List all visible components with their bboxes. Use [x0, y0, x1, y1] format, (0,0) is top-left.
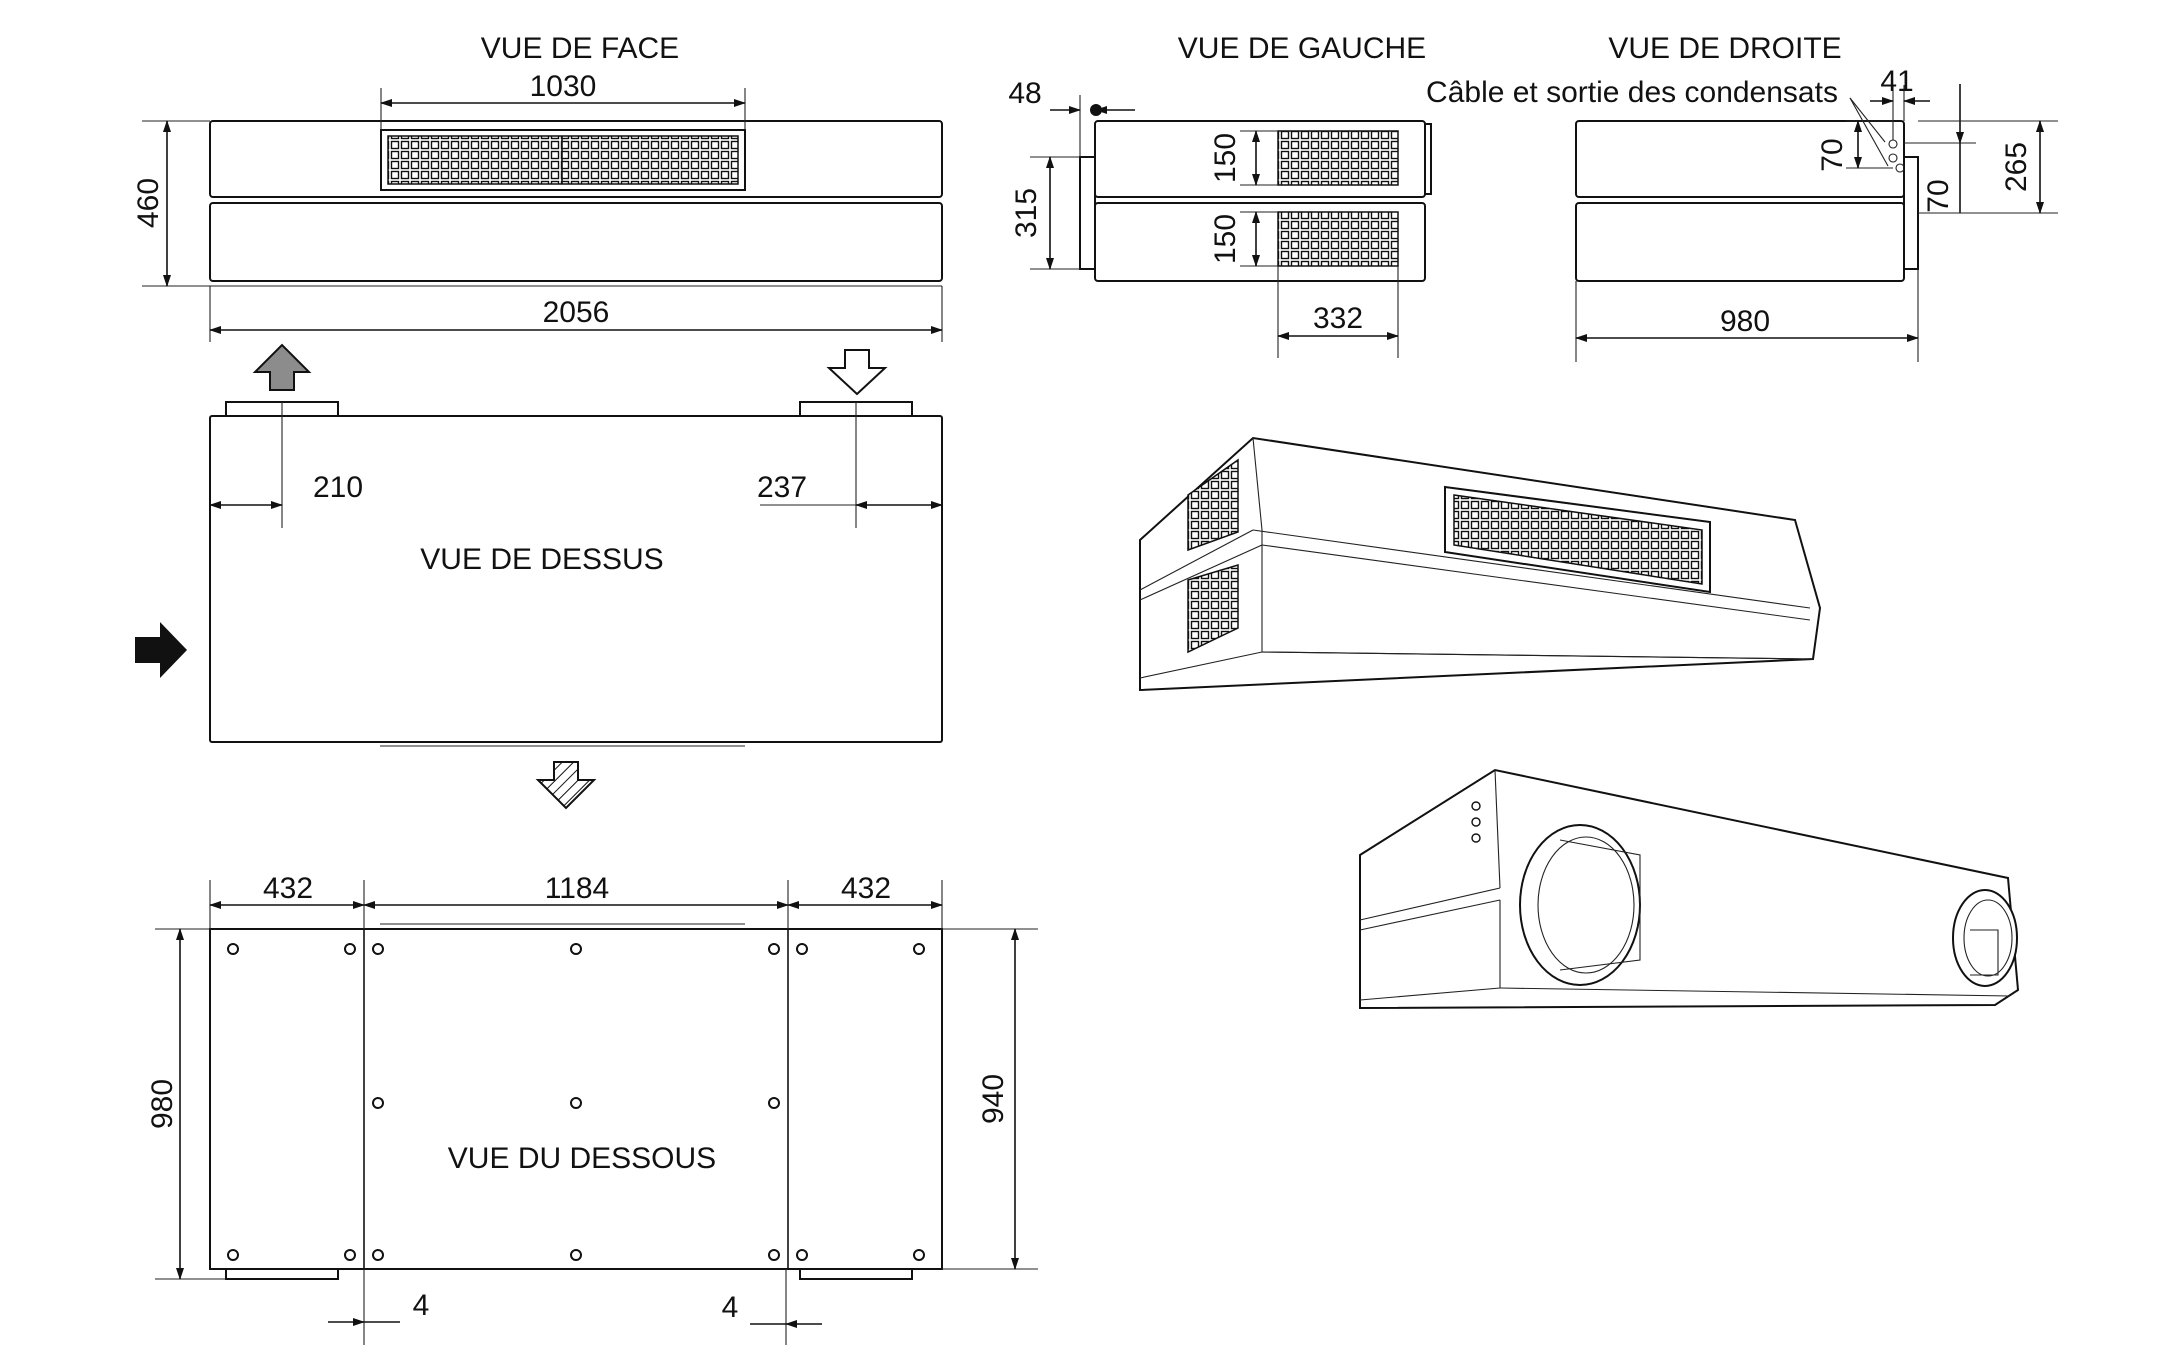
dim-left-grille-lower: 150 [1209, 214, 1242, 264]
bottom-view: VUE DU DESSOUS 432 1184 432 980 940 [146, 872, 1038, 1345]
left-duct-flange [1079, 156, 1096, 270]
iso-grille-lower [1187, 563, 1239, 654]
iso-duct-small [1952, 889, 2018, 987]
left-view-title: VUE DE GAUCHE [1178, 32, 1426, 65]
dim-bottom-depth-outer: 980 [146, 1079, 179, 1129]
dim-bottom-depth-inner: 940 [977, 1074, 1010, 1124]
dim-bottom-center-bay: 1184 [545, 872, 610, 905]
dim-front-length: 2056 [543, 296, 610, 329]
dim-left-offset: 48 [1008, 77, 1041, 110]
isometric-front-view [1139, 436, 1822, 692]
side-intake-arrow-icon [135, 622, 187, 678]
top-view: VUE DE DESSUS 210 237 [135, 343, 943, 810]
dim-right-cable-offset: 41 [1880, 65, 1913, 98]
front-lower-casing [209, 202, 943, 282]
right-upper-casing [1575, 120, 1905, 198]
dim-bottom-gap-left: 4 [413, 1289, 430, 1322]
intake-down-arrow-icon [826, 349, 888, 396]
right-view-title: VUE DE DROITE [1608, 32, 1841, 65]
iso-grille-upper [1187, 458, 1239, 552]
right-lower-casing [1575, 202, 1905, 282]
right-duct-flange [1903, 156, 1919, 270]
dim-right-height: 265 [2000, 142, 2033, 192]
right-view: VUE DE DROITE Câble et sortie des conden… [1426, 32, 2058, 362]
dim-top-left-spigot: 210 [313, 471, 363, 504]
dim-right-depth: 980 [1720, 305, 1770, 338]
dim-left-grille-upper: 150 [1209, 133, 1242, 183]
dim-bottom-right-bay: 432 [841, 872, 891, 905]
right-view-note: Câble et sortie des condensats [1426, 76, 1838, 109]
dim-top-right-spigot: 237 [757, 471, 807, 504]
front-view: VUE DE FACE 1030 460 2056 [132, 32, 943, 342]
bottom-view-title: VUE DU DESSOUS [448, 1142, 716, 1175]
front-grille [387, 135, 739, 185]
exhaust-up-arrow-icon [252, 343, 312, 391]
dim-bottom-gap-right: 4 [722, 1291, 739, 1324]
dim-bottom-left-bay: 432 [263, 872, 313, 905]
supply-down-arrow-icon [535, 761, 597, 810]
left-grille-upper [1277, 130, 1399, 186]
top-view-title: VUE DE DESSUS [420, 543, 663, 576]
dim-front-grille-width: 1030 [530, 70, 597, 103]
top-casing [209, 415, 943, 743]
dim-front-height: 460 [132, 178, 165, 228]
dim-left-grille-width: 332 [1313, 302, 1363, 335]
dim-right-cable-spacing: 70 [1816, 138, 1849, 171]
dim-right-duct-offset: 70 [1922, 179, 1955, 212]
isometric-rear-view [1359, 768, 2020, 1010]
left-view: VUE DE GAUCHE 48 150 150 315 332 [1008, 32, 1432, 358]
left-grille-lower [1277, 211, 1399, 267]
dim-left-duct-height: 315 [1010, 188, 1043, 238]
iso-front-grille [1453, 494, 1703, 585]
front-view-title: VUE DE FACE [481, 32, 679, 65]
